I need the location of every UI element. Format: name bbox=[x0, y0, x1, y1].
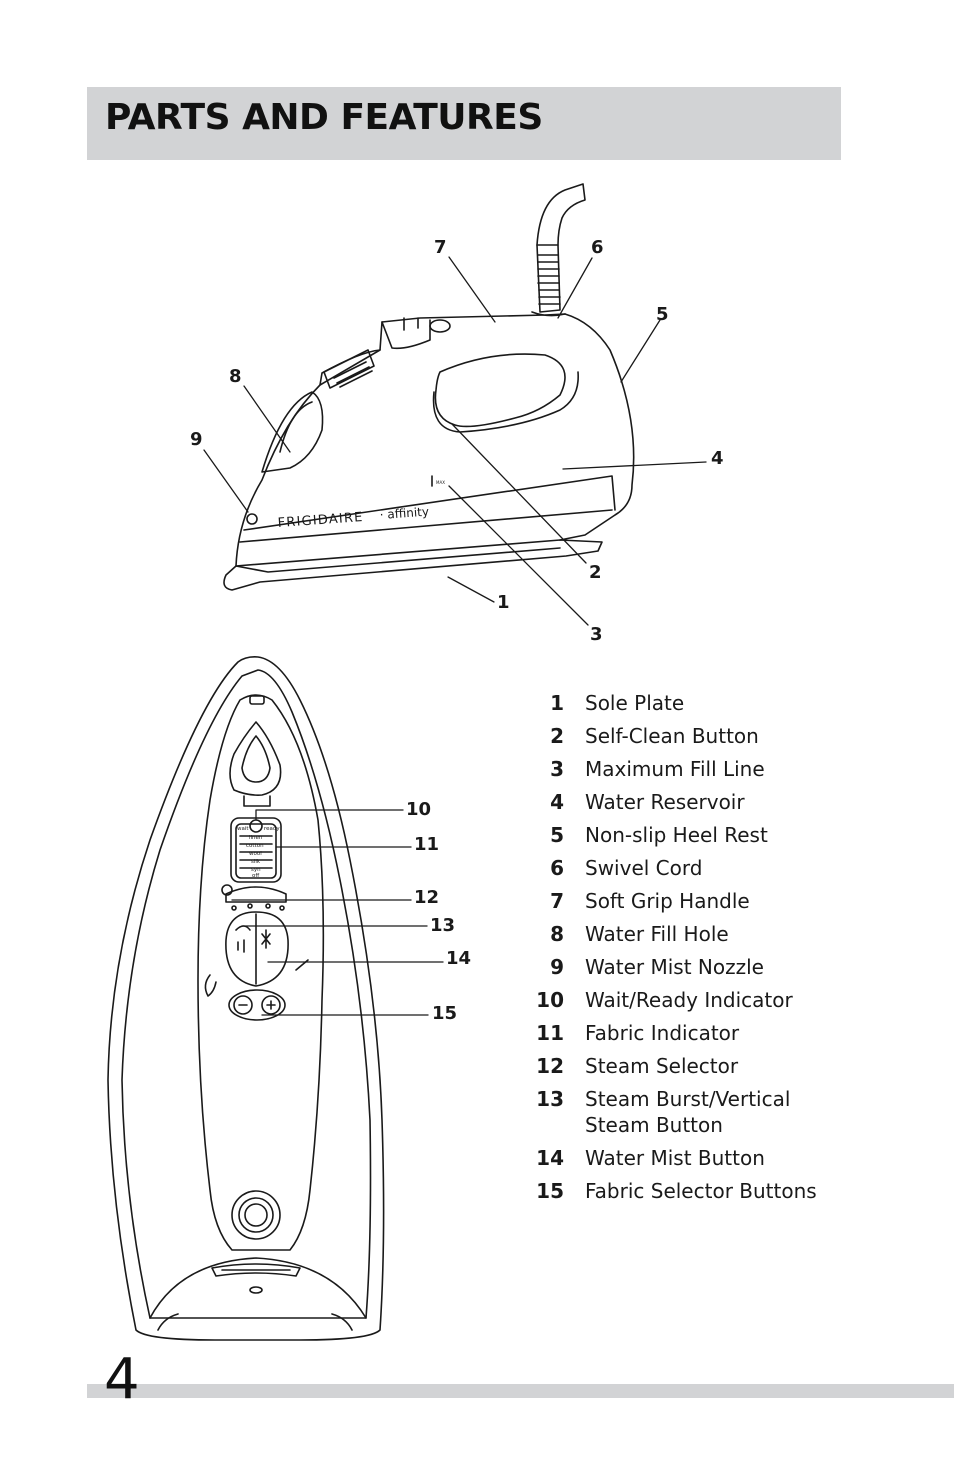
brand-logo: FRIGIDAIRE bbox=[277, 510, 364, 531]
legend-item: 3 Maximum Fill Line bbox=[527, 756, 857, 782]
legend-number: 2 bbox=[550, 724, 564, 748]
legend-item: 6 Swivel Cord bbox=[527, 855, 857, 881]
legend-label: Soft Grip Handle bbox=[585, 889, 750, 913]
iron-top-view bbox=[107, 656, 385, 1341]
footer-bar bbox=[87, 1384, 954, 1398]
legend-number: 8 bbox=[550, 922, 564, 946]
legend-number: 9 bbox=[550, 955, 564, 979]
legend-label: Steam Burst/Vertical Steam Button bbox=[585, 1087, 791, 1137]
legend-label: Maximum Fill Line bbox=[585, 757, 765, 781]
legend-number: 15 bbox=[536, 1179, 564, 1203]
svg-text:syn: syn bbox=[251, 867, 261, 873]
legend-item: 11 Fabric Indicator bbox=[527, 1020, 857, 1046]
callout-numbers: 1 2 3 4 5 6 7 8 9 10 11 12 13 14 15 bbox=[190, 237, 724, 1024]
legend-item: 1 Sole Plate bbox=[527, 690, 857, 716]
legend-item: 8 Water Fill Hole bbox=[527, 921, 857, 947]
legend-item: 9 Water Mist Nozzle bbox=[527, 954, 857, 980]
svg-text:wool: wool bbox=[249, 851, 262, 857]
legend-item: 4 Water Reservoir bbox=[527, 789, 857, 815]
callout-9: 9 bbox=[190, 429, 203, 450]
legend-item: 15 Fabric Selector Buttons bbox=[527, 1178, 857, 1204]
callout-6: 6 bbox=[591, 237, 604, 258]
legend-label: Fabric Indicator bbox=[585, 1021, 740, 1045]
parts-legend: 1 Sole Plate 2 Self-Clean Button 3 Maximum … bbox=[527, 690, 857, 1211]
legend-label: Self-Clean Button bbox=[585, 724, 759, 748]
legend-label: Sole Plate bbox=[585, 691, 685, 715]
legend-number: 14 bbox=[536, 1146, 564, 1170]
legend-label: Water Mist Nozzle bbox=[585, 955, 764, 979]
svg-text:cotton: cotton bbox=[246, 843, 264, 849]
legend-label: Water Fill Hole bbox=[585, 922, 729, 946]
legend-item: 12 Steam Selector bbox=[527, 1053, 857, 1079]
callout-4: 4 bbox=[711, 448, 724, 469]
iron-side-view bbox=[223, 183, 635, 591]
svg-text:ready: ready bbox=[264, 826, 280, 832]
callout-10: 10 bbox=[406, 799, 431, 820]
svg-text:silk: silk bbox=[251, 859, 261, 865]
callout-5: 5 bbox=[656, 304, 669, 325]
callout-12: 12 bbox=[414, 887, 439, 908]
top-view-leader-lines bbox=[231, 809, 444, 1016]
header-band: PARTS AND FEATURES bbox=[87, 87, 841, 160]
page-number: 4 bbox=[104, 1347, 140, 1412]
legend-label: Wait/Ready Indicator bbox=[585, 988, 793, 1012]
svg-text:linen: linen bbox=[249, 835, 263, 841]
legend-label: Water Mist Button bbox=[585, 1146, 765, 1170]
callout-15: 15 bbox=[432, 1003, 457, 1024]
callout-14: 14 bbox=[446, 948, 471, 969]
callout-7: 7 bbox=[434, 237, 447, 258]
legend-label: Fabric Selector Buttons bbox=[585, 1179, 817, 1203]
brand-subline: · affinity bbox=[379, 505, 429, 522]
legend-item: 2 Self-Clean Button bbox=[527, 723, 857, 749]
legend-label: Non-slip Heel Rest bbox=[585, 823, 768, 847]
callout-1: 1 bbox=[497, 592, 510, 613]
callout-3: 3 bbox=[590, 624, 603, 645]
legend-number: 1 bbox=[550, 691, 564, 715]
legend-number: 3 bbox=[550, 757, 564, 781]
legend-label: Swivel Cord bbox=[585, 856, 703, 880]
side-view-leader-lines bbox=[203, 256, 707, 626]
legend-label: Water Reservoir bbox=[585, 790, 745, 814]
callout-8: 8 bbox=[229, 366, 242, 387]
legend-number: 11 bbox=[536, 1021, 564, 1045]
legend-label: Steam Selector bbox=[585, 1054, 739, 1078]
legend-item: 14 Water Mist Button bbox=[527, 1145, 857, 1171]
legend-item: 13 Steam Burst/Vertical Steam Button bbox=[527, 1086, 857, 1138]
legend-number: 7 bbox=[550, 889, 564, 913]
page-title: PARTS AND FEATURES bbox=[105, 97, 543, 138]
legend-number: 6 bbox=[550, 856, 564, 880]
max-fill-label: MAX bbox=[436, 480, 445, 485]
callout-11: 11 bbox=[414, 834, 439, 855]
legend-item: 10 Wait/Ready Indicator bbox=[527, 987, 857, 1013]
svg-text:off: off bbox=[252, 873, 259, 879]
legend-number: 4 bbox=[550, 790, 564, 814]
legend-item: 5 Non-slip Heel Rest bbox=[527, 822, 857, 848]
legend-number: 10 bbox=[536, 988, 564, 1012]
callout-13: 13 bbox=[430, 915, 455, 936]
dial-labels: wait ready linen cotton wool silk syn of… bbox=[237, 826, 280, 879]
legend-item: 7 Soft Grip Handle bbox=[527, 888, 857, 914]
legend-number: 5 bbox=[550, 823, 564, 847]
svg-text:wait: wait bbox=[237, 826, 249, 832]
legend-number: 13 bbox=[536, 1087, 564, 1111]
callout-2: 2 bbox=[589, 562, 602, 583]
legend-number: 12 bbox=[536, 1054, 564, 1078]
